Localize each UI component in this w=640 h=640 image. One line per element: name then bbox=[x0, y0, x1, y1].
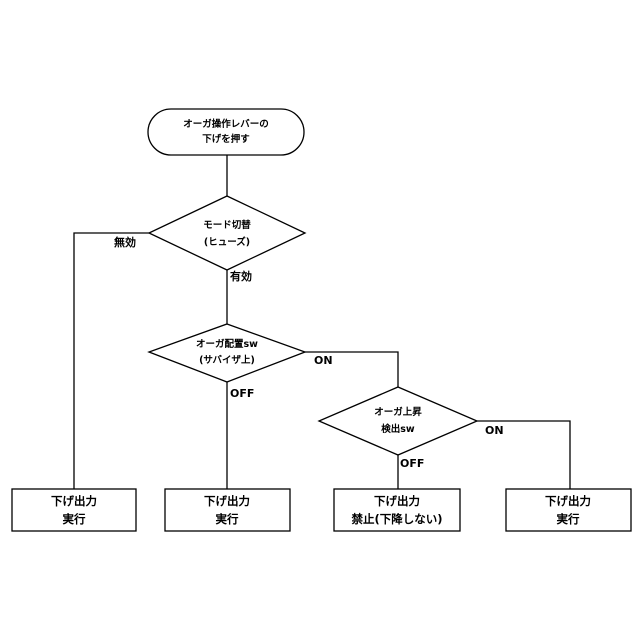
start-terminal: オーガ操作レバーの 下げを押す bbox=[148, 109, 304, 155]
connectors bbox=[74, 155, 570, 489]
label-invalid: 無効 bbox=[114, 235, 136, 249]
output-box-4: 下げ出力 実行 bbox=[506, 489, 631, 531]
start-line1: オーガ操作レバーの bbox=[183, 118, 269, 130]
decision-rise-sw-shape bbox=[319, 387, 477, 455]
decision-auger-sw: オーガ配置sw (サバイザ上) bbox=[149, 324, 305, 382]
output-box-1-line1: 下げ出力 bbox=[51, 494, 97, 508]
decision-auger-sw-shape bbox=[149, 324, 305, 382]
label-off2: OFF bbox=[400, 457, 424, 470]
output-box-3-line2: 禁止(下降しない) bbox=[351, 512, 442, 526]
output-box-1: 下げ出力 実行 bbox=[12, 489, 136, 531]
label-valid: 有効 bbox=[230, 269, 252, 283]
decision-mode-line2: (ヒューズ) bbox=[204, 236, 250, 248]
decision-auger-sw-line1: オーガ配置sw bbox=[196, 338, 258, 350]
decision-rise-sw-line2: 検出sw bbox=[381, 423, 415, 435]
decision-mode: モード切替 (ヒューズ) bbox=[149, 196, 305, 270]
output-box-4-line1: 下げ出力 bbox=[545, 494, 591, 508]
decision-rise-sw: オーガ上昇 検出sw bbox=[319, 387, 477, 455]
output-box-3: 下げ出力 禁止(下降しない) bbox=[334, 489, 460, 531]
start-shape bbox=[148, 109, 304, 155]
output-box-1-line2: 実行 bbox=[63, 512, 86, 526]
output-box-2-line2: 実行 bbox=[216, 512, 239, 526]
output-box-3-line1: 下げ出力 bbox=[374, 494, 420, 508]
label-off1: OFF bbox=[230, 387, 254, 400]
decision-auger-sw-line2: (サバイザ上) bbox=[199, 354, 255, 366]
edge-mode-invalid bbox=[74, 233, 149, 489]
output-box-2-line1: 下げ出力 bbox=[204, 494, 250, 508]
label-on2: ON bbox=[485, 424, 504, 437]
output-box-2: 下げ出力 実行 bbox=[165, 489, 290, 531]
decision-mode-shape bbox=[149, 196, 305, 270]
start-line2: 下げを押す bbox=[202, 133, 250, 145]
decision-mode-line1: モード切替 bbox=[203, 219, 251, 231]
output-box-4-line2: 実行 bbox=[557, 512, 580, 526]
decision-rise-sw-line1: オーガ上昇 bbox=[374, 406, 422, 418]
label-on1: ON bbox=[314, 354, 333, 367]
